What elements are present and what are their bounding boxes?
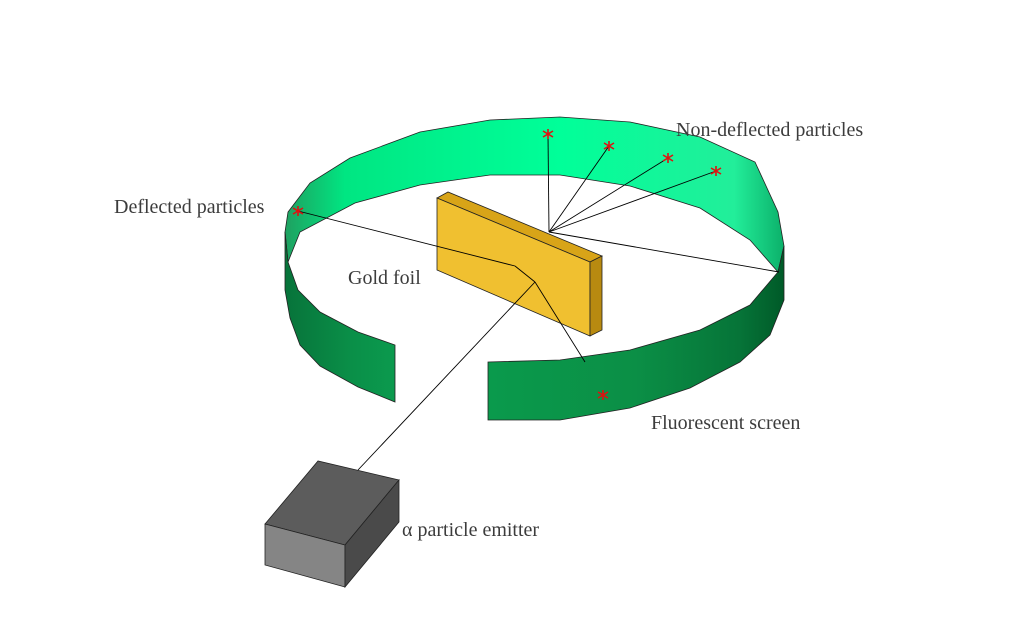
non-deflected-path-2	[548, 145, 610, 233]
hit-marker-icon	[596, 388, 610, 407]
fluorescent-screen-left-segment	[284, 231, 396, 403]
gold-foil-front	[436, 197, 591, 337]
non-deflected-path-5	[548, 231, 780, 273]
particle-paths	[297, 134, 780, 471]
gold-foil-side	[589, 255, 603, 337]
incident-beam	[357, 281, 536, 471]
non-deflected-path-3	[548, 157, 669, 233]
deflected-path-back	[514, 265, 536, 283]
non-deflected-path-1	[547, 134, 550, 233]
alpha-particle-emitter-label: α particle emitter	[402, 519, 540, 541]
alpha-particle-emitter	[264, 460, 400, 589]
gold-foil	[436, 191, 603, 337]
fluorescent-screen-right-segment	[487, 245, 785, 421]
fluorescent-screen-leader	[534, 281, 586, 363]
hit-marker-icon	[709, 164, 723, 183]
fluorescent-screen-label: Fluorescent screen	[651, 412, 801, 434]
hit-marker-icon	[291, 204, 305, 223]
hit-marker-icon	[602, 139, 616, 158]
gold-foil-label: Gold foil	[348, 267, 421, 289]
deflected-particles-label: Deflected particles	[114, 196, 265, 218]
emitter-side	[344, 478, 400, 589]
hit-marker-icon	[661, 151, 675, 170]
non-deflected-path-4	[548, 170, 717, 233]
deflected-path	[297, 210, 516, 267]
non-deflected-particles-label: Non-deflected particles	[676, 119, 864, 141]
hit-marker-icon	[541, 127, 555, 146]
